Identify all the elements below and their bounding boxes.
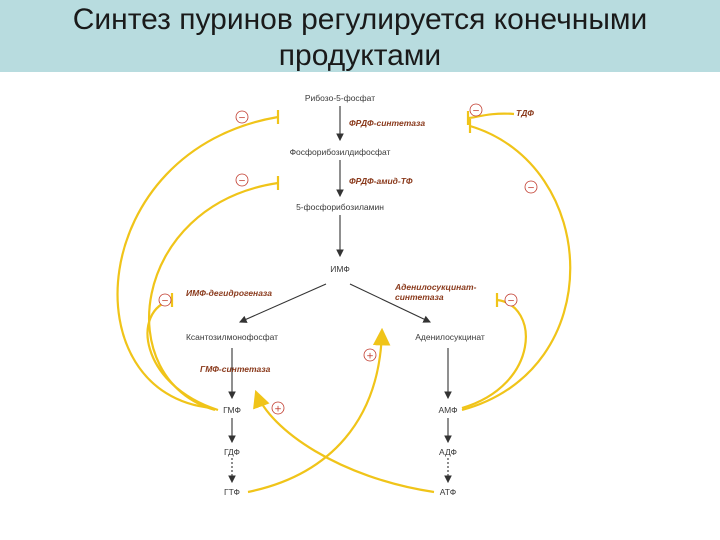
enzyme-labels: ФРДФ-синтетаза ФРДФ-амид-ТФ ИМФ-дегидрог… <box>186 108 534 374</box>
activate-sign-2: + <box>271 401 285 415</box>
title-band <box>0 0 720 72</box>
node-adenylosuccinate: Аденилосукцинат <box>415 332 485 342</box>
activation-atp-gmp-synthetase <box>253 389 435 494</box>
activation-gtp-adsucc <box>247 327 391 494</box>
slide-title: Синтез пуринов регулируется конечными пр… <box>0 2 720 74</box>
svg-text:−: − <box>527 184 535 194</box>
arrow-imp-adsucc <box>349 283 431 323</box>
title-line-1: Синтез пуринов регулируется конечными <box>72 3 648 36</box>
inhibit-sign-1: − <box>235 110 249 124</box>
node-phosphoribosylamine: 5-фосфорибозиламин <box>296 202 384 212</box>
inhibit-sign-5: − <box>524 180 538 194</box>
inhibit-sign-2: − <box>235 173 249 187</box>
feedback-amp-adsucc-synthetase <box>461 298 527 410</box>
svg-text:−: − <box>161 297 169 307</box>
inhibit-sign-3: − <box>158 293 172 307</box>
pathway-arrows <box>228 106 452 484</box>
metabolite-labels: Рибозо-5-фосфат Фосфорибозилдифосфат 5-ф… <box>186 93 485 497</box>
svg-text:−: − <box>472 107 480 117</box>
node-gmp: ГМФ <box>223 405 241 415</box>
node-gdp: ГДФ <box>224 447 240 457</box>
svg-text:+: + <box>366 352 374 362</box>
node-tdp: ТДФ <box>516 108 534 118</box>
feedback-tdp-prpp-synthetase <box>467 112 515 120</box>
title-line-2: продуктами <box>278 39 442 72</box>
node-imp: ИМФ <box>330 264 350 274</box>
regulation-signs: − − − − − − + + <box>158 103 538 415</box>
feedback-curves <box>116 110 572 494</box>
enzyme-adsucc-synthetase-line1: Аденилосукцинат- <box>394 282 477 292</box>
node-gtp: ГТФ <box>224 487 240 497</box>
node-amp: АМФ <box>438 405 457 415</box>
enzyme-prpp-synthetase: ФРДФ-синтетаза <box>349 118 425 128</box>
enzyme-prpp-amidotransferase: ФРДФ-амид-ТФ <box>349 176 413 186</box>
feedback-amp-prpp-synthetase <box>461 124 572 412</box>
node-atp: АТФ <box>440 487 456 497</box>
node-adp: АДФ <box>439 447 457 457</box>
svg-text:−: − <box>238 114 246 124</box>
activate-sign-1: + <box>363 348 377 362</box>
enzyme-adsucc-synthetase-line2: синтетаза <box>395 292 444 302</box>
svg-text:−: − <box>238 177 246 187</box>
enzyme-imp-dehydrogenase: ИМФ-дегидрогеназа <box>186 288 272 298</box>
feedback-gmp-prpp-synthetase <box>116 115 279 410</box>
svg-text:+: + <box>274 405 282 415</box>
arrow-imp-xmp <box>238 283 327 323</box>
node-prpp: Фосфорибозилдифосфат <box>290 147 391 157</box>
enzyme-gmp-synthetase: ГМФ-синтетаза <box>200 364 271 374</box>
feedback-gmp-imp-dehydrogenase <box>146 298 219 412</box>
inhibit-sign-4: − <box>469 103 483 117</box>
svg-text:−: − <box>507 297 515 307</box>
node-xmp: Ксантозилмонофосфат <box>186 332 278 342</box>
inhibit-sign-6: − <box>504 293 518 307</box>
node-ribose-5-phosphate: Рибозо-5-фосфат <box>305 93 375 103</box>
